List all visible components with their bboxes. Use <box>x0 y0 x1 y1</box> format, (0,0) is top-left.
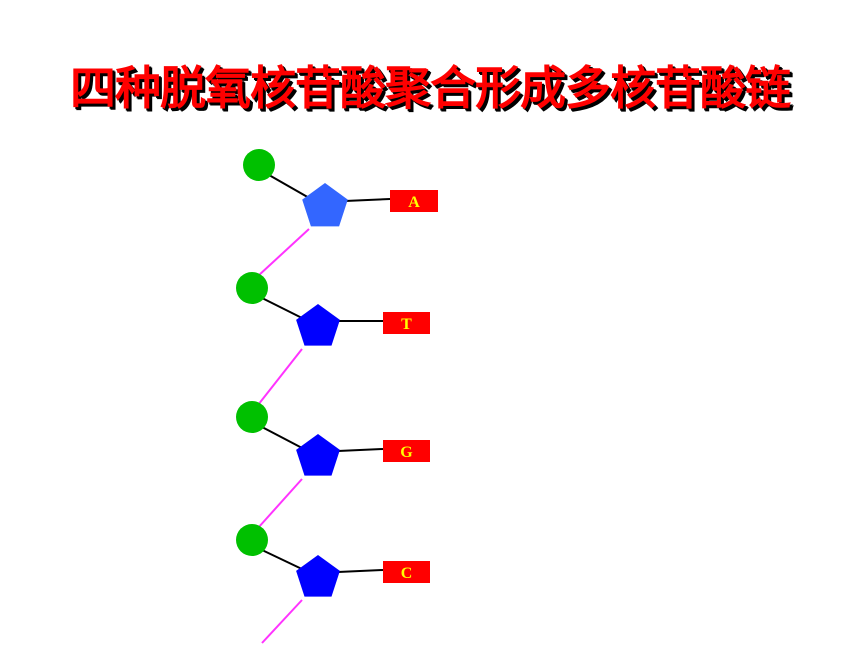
backbone-link <box>257 228 310 277</box>
deoxyribose-pentagon <box>302 183 348 227</box>
deoxyribose-pentagon <box>296 555 340 597</box>
deoxyribose-pentagon <box>296 304 340 346</box>
base-label: G <box>400 444 413 461</box>
phosphate-sugar-bond <box>268 174 312 200</box>
sugar-base-bond <box>337 448 384 452</box>
backbone-link <box>257 478 303 529</box>
phosphate-sugar-bond <box>261 297 305 320</box>
base-box <box>383 561 430 583</box>
base-box <box>383 440 430 462</box>
backbone-link <box>257 348 303 406</box>
base-label: C <box>401 565 413 582</box>
base-box <box>383 312 430 334</box>
phosphate-circle <box>236 524 268 556</box>
phosphate-sugar-bond <box>261 426 305 450</box>
phosphate-circle <box>236 272 268 304</box>
sugar-base-bond <box>337 569 384 573</box>
phosphate-sugar-bond <box>261 549 305 571</box>
base-label: T <box>401 316 412 333</box>
sugar-base-bond <box>344 198 391 202</box>
chain-group: A T G C <box>236 149 438 644</box>
slide-title: 四种脱氧核苷酸聚合形成多核苷酸链 <box>70 61 791 115</box>
phosphate-circle <box>236 401 268 433</box>
base-box <box>390 190 438 212</box>
backbone-link <box>261 599 303 644</box>
deoxyribose-pentagon <box>296 434 340 476</box>
phosphate-circle <box>243 149 275 181</box>
base-label: A <box>408 194 420 211</box>
